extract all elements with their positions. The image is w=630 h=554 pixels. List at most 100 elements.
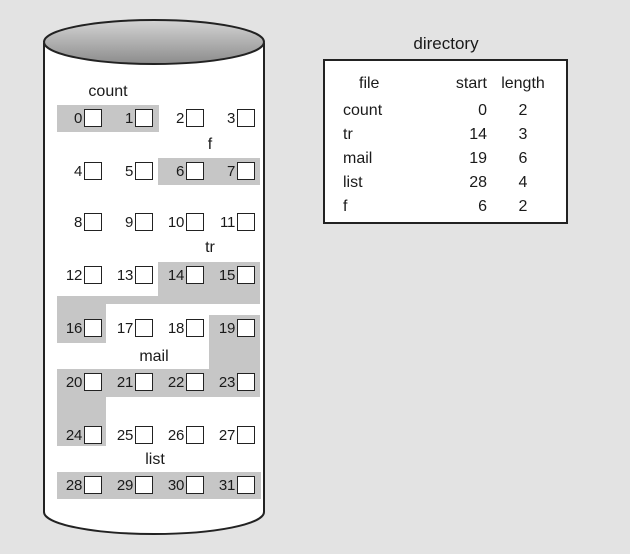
disk-block: 15 xyxy=(205,264,255,286)
highlight-tr xyxy=(57,262,260,343)
directory-header-row: file start length xyxy=(343,69,559,99)
block-square xyxy=(237,319,255,337)
file-label-list: list xyxy=(145,451,165,468)
cell-start: 19 xyxy=(469,150,487,167)
header-length: length xyxy=(501,75,545,92)
file-label-mail: mail xyxy=(139,348,169,365)
disk-block: 30 xyxy=(154,474,204,496)
block-number: 1 xyxy=(124,109,133,127)
block-number: 21 xyxy=(116,373,133,391)
disk-block: 4 xyxy=(52,160,102,182)
block-square xyxy=(186,426,204,444)
block-number: 14 xyxy=(167,266,184,284)
block-number: 20 xyxy=(65,373,82,391)
disk-block: 3 xyxy=(205,107,255,129)
block-number: 12 xyxy=(65,266,82,284)
disk-block: 8 xyxy=(52,211,102,233)
disk-top xyxy=(43,19,265,65)
block-square xyxy=(84,266,102,284)
block-number: 28 xyxy=(65,476,82,494)
cell-file: mail xyxy=(343,150,373,167)
disk-block: 19 xyxy=(205,317,255,339)
disk-block: 10 xyxy=(154,211,204,233)
disk-block: 20 xyxy=(52,371,102,393)
block-square xyxy=(84,319,102,337)
cell-length: 2 xyxy=(518,102,528,119)
block-number: 9 xyxy=(124,213,133,231)
file-label-tr: tr xyxy=(205,239,215,256)
cell-file: list xyxy=(343,174,363,191)
disk-block: 25 xyxy=(103,424,153,446)
block-number: 22 xyxy=(167,373,184,391)
disk-block: 12 xyxy=(52,264,102,286)
disk-block: 14 xyxy=(154,264,204,286)
block-square xyxy=(186,476,204,494)
block-square xyxy=(135,162,153,180)
block-square xyxy=(237,476,255,494)
block-square xyxy=(237,373,255,391)
cell-length: 2 xyxy=(518,198,528,215)
disk-block: 29 xyxy=(103,474,153,496)
block-number: 29 xyxy=(116,476,133,494)
block-square xyxy=(135,266,153,284)
block-number: 4 xyxy=(73,162,82,180)
cell-length: 6 xyxy=(518,150,528,167)
disk-block: 27 xyxy=(205,424,255,446)
block-number: 23 xyxy=(218,373,235,391)
disk-block: 0 xyxy=(52,107,102,129)
disk-block: 1 xyxy=(103,107,153,129)
block-square xyxy=(237,162,255,180)
block-square xyxy=(186,319,204,337)
highlight-mail xyxy=(57,315,260,446)
block-number: 18 xyxy=(167,319,184,337)
block-square xyxy=(135,109,153,127)
block-square xyxy=(84,373,102,391)
block-square xyxy=(237,109,255,127)
block-number: 11 xyxy=(220,213,235,231)
block-square xyxy=(84,162,102,180)
cell-file: f xyxy=(343,198,348,215)
block-square xyxy=(237,266,255,284)
block-number: 25 xyxy=(116,426,133,444)
block-number: 3 xyxy=(226,109,235,127)
cell-length: 4 xyxy=(518,174,528,191)
cell-start: 14 xyxy=(469,126,487,143)
block-number: 13 xyxy=(116,266,133,284)
disk-block: 26 xyxy=(154,424,204,446)
cell-file: tr xyxy=(343,126,353,143)
block-square xyxy=(186,109,204,127)
cell-file: count xyxy=(343,102,383,119)
block-square xyxy=(135,373,153,391)
directory-row: f 6 2 xyxy=(343,195,559,219)
block-number: 8 xyxy=(73,213,82,231)
block-number: 7 xyxy=(226,162,235,180)
block-square xyxy=(186,213,204,231)
disk-block: 13 xyxy=(103,264,153,286)
block-square xyxy=(84,426,102,444)
disk-block: 17 xyxy=(103,317,153,339)
directory-title: directory xyxy=(413,34,479,53)
file-label-f: f xyxy=(207,136,213,153)
cell-start: 28 xyxy=(469,174,487,191)
directory-row: list 28 4 xyxy=(343,171,559,195)
block-number: 6 xyxy=(175,162,184,180)
disk-block: 5 xyxy=(103,160,153,182)
directory-table-box: file start length count 0 2 tr 14 3 mail xyxy=(323,59,568,224)
block-number: 31 xyxy=(218,476,235,494)
disk-block: 2 xyxy=(154,107,204,129)
block-number: 15 xyxy=(218,266,235,284)
block-square xyxy=(84,476,102,494)
block-square xyxy=(237,213,255,231)
block-number: 0 xyxy=(73,109,82,127)
directory-table: file start length count 0 2 tr 14 3 mail xyxy=(343,69,559,219)
header-start: start xyxy=(455,75,487,92)
disk-block: 7 xyxy=(205,160,255,182)
block-square xyxy=(186,373,204,391)
block-square xyxy=(84,213,102,231)
block-number: 26 xyxy=(167,426,184,444)
cell-start: 0 xyxy=(478,102,487,119)
block-square xyxy=(135,213,153,231)
disk-block: 31 xyxy=(205,474,255,496)
block-square xyxy=(237,426,255,444)
